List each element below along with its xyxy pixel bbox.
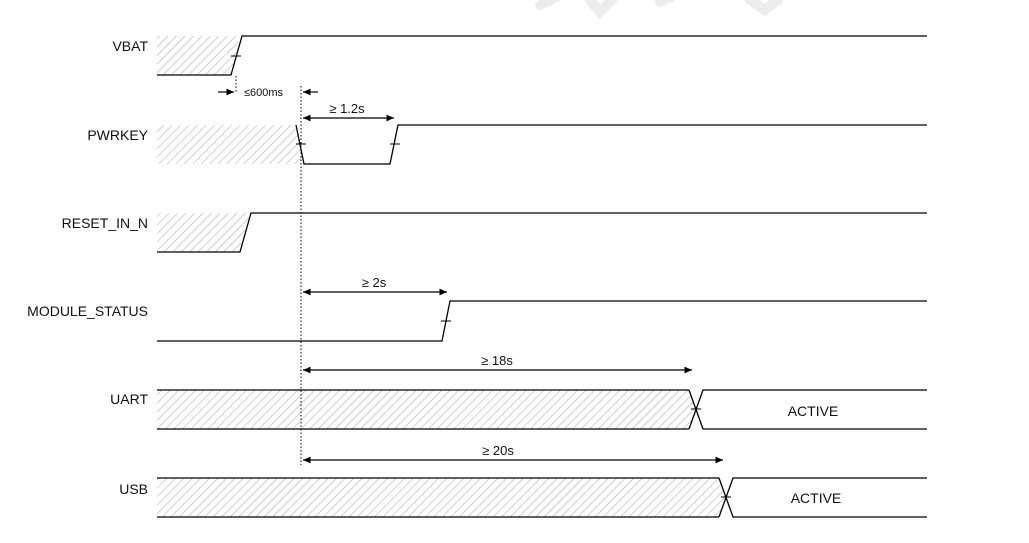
dim-label-vbat-to-pwrkey: ≤600ms	[244, 87, 284, 99]
module-status-waveform	[157, 300, 927, 342]
signal-label-pwrkey: PWRKEY	[87, 127, 148, 143]
usb-active-label: ACTIVE	[791, 490, 842, 506]
uart-active-label: ACTIVE	[788, 403, 839, 419]
dim-label-usb: ≥ 20s	[482, 443, 514, 458]
pwrkey-waveform	[157, 124, 927, 165]
signal-label-module-status: MODULE_STATUS	[27, 303, 148, 319]
reset-waveform	[157, 212, 927, 253]
signal-label-vbat: VBAT	[112, 38, 148, 54]
watermark	[535, 0, 783, 20]
uart-waveform	[157, 389, 927, 430]
vbat-waveform	[157, 35, 927, 76]
usb-waveform	[157, 477, 927, 518]
dim-label-module-status: ≥ 2s	[362, 275, 387, 290]
signal-label-uart: UART	[110, 391, 148, 407]
dim-label-uart: ≥ 18s	[481, 353, 513, 368]
dim-label-pwrkey-low: ≥ 1.2s	[329, 101, 365, 116]
signal-label-reset: RESET_IN_N	[62, 215, 148, 231]
signal-label-usb: USB	[119, 481, 148, 497]
